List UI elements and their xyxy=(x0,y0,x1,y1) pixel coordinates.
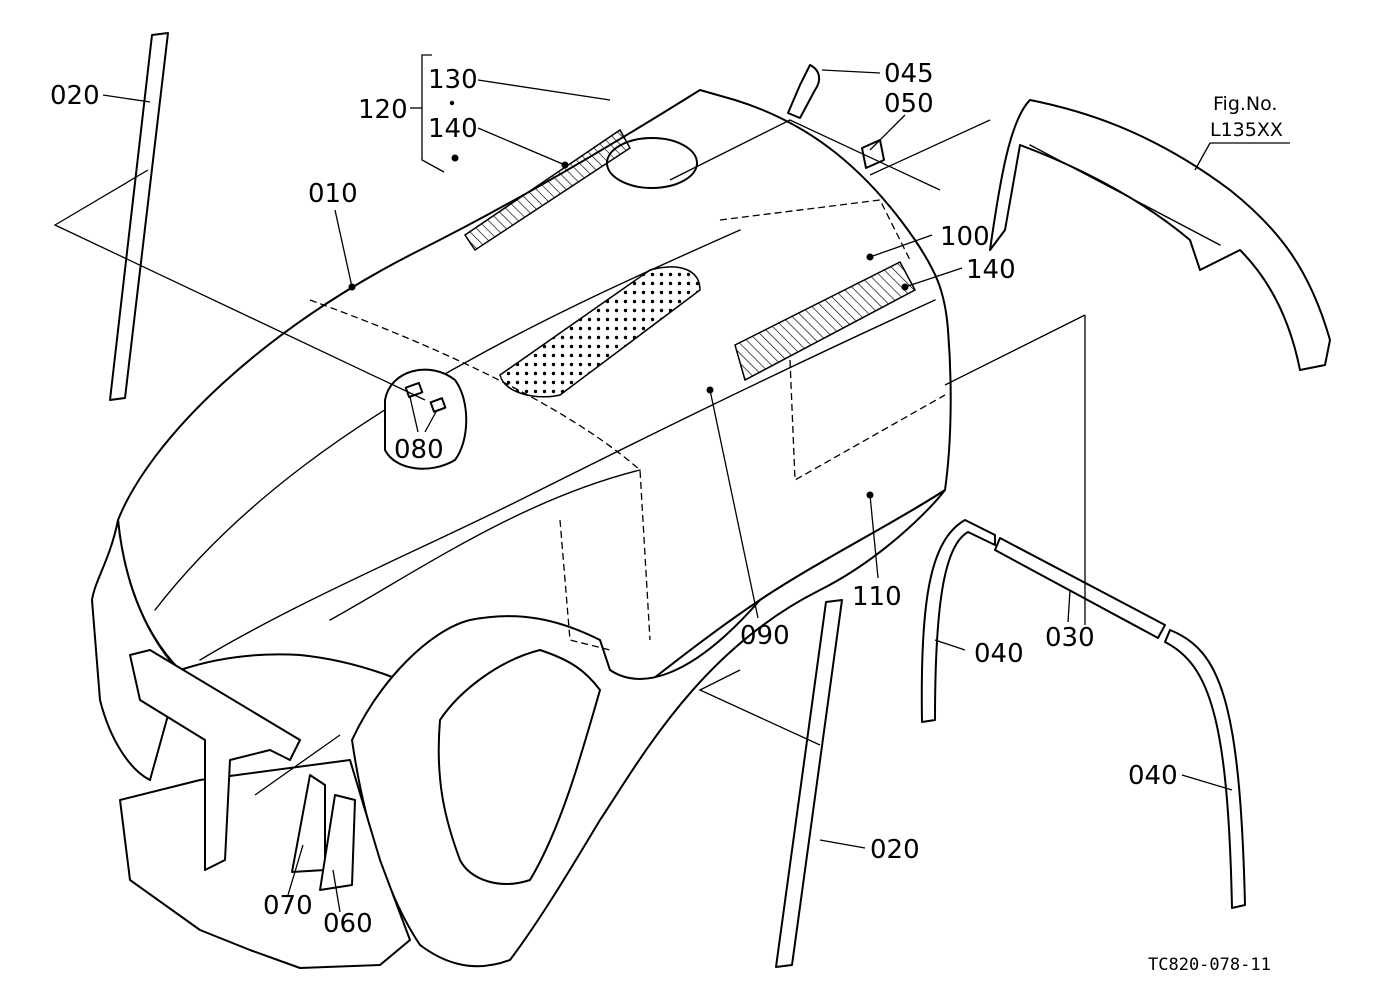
ref-dot xyxy=(901,283,909,291)
assembly-guide xyxy=(698,669,821,746)
leader-050 xyxy=(869,114,906,151)
perforated-panel xyxy=(499,266,701,398)
callout-110: 110 xyxy=(852,582,902,612)
leader-110 xyxy=(869,494,879,579)
part-040-lower xyxy=(1164,629,1246,909)
assembly-guide xyxy=(669,119,941,191)
leader-090 xyxy=(709,389,759,619)
front-grille-frame xyxy=(91,519,181,781)
hood-contour-line xyxy=(329,469,641,621)
part-020-top xyxy=(109,32,169,401)
part-040-upper xyxy=(920,519,996,723)
seal-strip-right xyxy=(734,261,917,382)
drawing-code: TC820-078-11 xyxy=(1148,955,1271,975)
assembly-guide xyxy=(53,169,426,401)
hood-contour-line xyxy=(199,299,936,661)
callout-100: 100 xyxy=(940,222,990,252)
part-020-bottom xyxy=(775,599,843,968)
wheel-arch-opening xyxy=(437,649,601,885)
side-view-shell xyxy=(989,99,1331,371)
leader-070 xyxy=(287,844,304,896)
detail-bubble xyxy=(384,368,468,470)
part-050-bolt xyxy=(861,139,885,169)
hidden-internal-structure xyxy=(559,519,611,651)
callout-leaders xyxy=(102,69,1290,913)
leader-100 xyxy=(869,234,933,258)
leader-140-top xyxy=(477,127,566,166)
callout-080: 080 xyxy=(394,435,444,465)
leader-140-right xyxy=(904,267,963,288)
callout-090: 090 xyxy=(740,621,790,651)
leader-fig xyxy=(1194,142,1211,171)
reference-dots xyxy=(348,154,909,499)
callout-045: 045 xyxy=(884,59,934,89)
fig-no-label: Fig.No. xyxy=(1213,93,1277,115)
bracket-dot xyxy=(449,100,455,106)
ref-dot xyxy=(561,161,569,169)
callout-020-top: 020 xyxy=(50,81,100,111)
callout-030: 030 xyxy=(1045,623,1095,653)
ref-dot xyxy=(866,491,874,499)
ref-dot xyxy=(866,253,874,261)
callout-050: 050 xyxy=(884,89,934,119)
hidden-internal-structure xyxy=(789,359,946,482)
leader-020-bottom xyxy=(819,839,866,849)
clip-part xyxy=(429,397,447,413)
hidden-internal-structure xyxy=(309,299,651,641)
leader-040-lower xyxy=(1181,774,1233,791)
leader-010 xyxy=(334,209,353,288)
part-030 xyxy=(994,537,1166,639)
ref-dot xyxy=(348,283,356,291)
callout-040-upper: 040 xyxy=(974,639,1024,669)
part-060 xyxy=(319,794,356,891)
fig-no-value: L135XX xyxy=(1210,119,1283,141)
ref-dot xyxy=(706,386,714,394)
front-bracket xyxy=(129,649,301,871)
leader-080 xyxy=(424,409,438,433)
assembly-guide xyxy=(869,119,991,176)
callout-010: 010 xyxy=(308,179,358,209)
callout-140-right: 140 xyxy=(966,255,1016,285)
side-view xyxy=(989,99,1331,371)
leader-030 xyxy=(1067,589,1071,623)
leader-045 xyxy=(821,69,881,74)
callout-060: 060 xyxy=(323,909,373,939)
callout-130: 130 xyxy=(428,65,478,95)
callout-040-lower: 040 xyxy=(1128,761,1178,791)
part-045 xyxy=(787,64,821,119)
bonnet-assembly xyxy=(91,89,952,969)
leader-130 xyxy=(477,79,611,101)
leader-060 xyxy=(332,869,341,913)
callout-070: 070 xyxy=(263,891,313,921)
assembly-guide xyxy=(254,734,341,796)
assembly-guide xyxy=(944,314,1086,386)
callout-120: 120 xyxy=(358,95,408,125)
ref-dot xyxy=(451,154,459,162)
side-view-rod xyxy=(1029,144,1221,246)
leader-040-upper xyxy=(934,639,966,651)
callout-020-bottom: 020 xyxy=(870,835,920,865)
leader-080 xyxy=(409,396,419,433)
callout-140-top: 140 xyxy=(428,114,478,144)
leader-020-top xyxy=(102,94,151,103)
